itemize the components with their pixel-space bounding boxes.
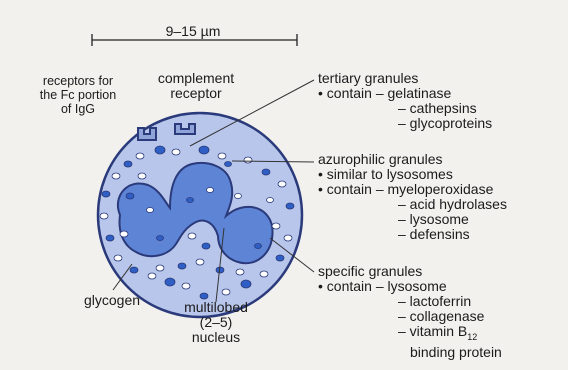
azurophilic-granule bbox=[262, 169, 270, 175]
specific-granule bbox=[148, 273, 156, 279]
azurophilic-contain: • contain – bbox=[318, 181, 384, 197]
specific-granule bbox=[196, 259, 204, 265]
specific-granule bbox=[244, 157, 252, 163]
azurophilic-item-2: – acid hydrolases bbox=[318, 197, 507, 212]
specific-item-3: – collagenase bbox=[318, 309, 502, 324]
azurophilic-granule bbox=[106, 235, 114, 241]
specific-granule bbox=[272, 223, 280, 229]
specific-granule bbox=[172, 149, 180, 155]
tertiary-granules-label: tertiary granules • contain – gelatinase… bbox=[318, 71, 492, 131]
azurophilic-granule bbox=[241, 280, 251, 288]
azurophilic-granule bbox=[126, 193, 134, 199]
specific-granule bbox=[267, 198, 274, 203]
specific-granule bbox=[136, 153, 144, 159]
azurophilic-granule bbox=[155, 146, 165, 154]
specific-granule bbox=[222, 289, 230, 295]
specific-item-2: – lactoferrin bbox=[318, 294, 502, 309]
specific-title: specific granules bbox=[318, 264, 502, 279]
specific-granule bbox=[138, 173, 146, 179]
azurophilic-granule bbox=[178, 263, 186, 269]
nucleus-line-1: multilobed bbox=[168, 300, 264, 315]
specific-granule bbox=[260, 271, 268, 277]
azurophilic-item-1: myeloperoxidase bbox=[388, 181, 494, 197]
tertiary-contain: • contain – bbox=[318, 85, 384, 101]
tertiary-item-2: – cathepsins bbox=[318, 101, 492, 116]
fc-receptor-line-1: receptors for bbox=[16, 74, 140, 88]
specific-granule bbox=[112, 173, 120, 179]
specific-granule bbox=[156, 265, 164, 271]
azurophilic-granule bbox=[187, 198, 194, 203]
specific-granule bbox=[100, 213, 108, 219]
azurophilic-granule bbox=[124, 161, 132, 167]
tertiary-item-1: gelatinase bbox=[388, 85, 452, 101]
specific-item-5: binding protein bbox=[318, 345, 502, 360]
specific-item-1: lysosome bbox=[388, 278, 447, 294]
azurophilic-similar: • similar to lysosomes bbox=[318, 167, 507, 182]
nucleus-line-2: (2–5) bbox=[168, 315, 264, 330]
specific-granule bbox=[120, 231, 128, 237]
specific-granule bbox=[114, 255, 122, 261]
scale-bar-label: 9–15 µm bbox=[148, 24, 238, 39]
complement-receptor-label: complement receptor bbox=[140, 71, 252, 101]
vitamin-subscript: 12 bbox=[467, 332, 477, 342]
azurophilic-granule bbox=[255, 244, 262, 249]
fc-receptor-line-3: of IgG bbox=[16, 102, 140, 116]
azurophilic-granule bbox=[199, 146, 209, 154]
specific-granule bbox=[218, 153, 226, 159]
vitamin-prefix: – vitamin B bbox=[398, 323, 467, 339]
azurophilic-granule bbox=[102, 191, 110, 197]
specific-granules-label: specific granules • contain – lysosome –… bbox=[318, 264, 502, 360]
specific-granule bbox=[236, 269, 244, 275]
complement-line-1: complement bbox=[140, 71, 252, 86]
specific-granule bbox=[278, 181, 286, 187]
fc-receptor-label: receptors for the Fc portion of IgG bbox=[16, 74, 140, 116]
specific-granule bbox=[147, 208, 154, 213]
azurophilic-item-3: – lysosome bbox=[318, 212, 507, 227]
azurophilic-granule bbox=[157, 236, 164, 241]
azurophilic-granule bbox=[225, 162, 232, 167]
azurophilic-granule bbox=[286, 203, 294, 209]
azurophilic-granule bbox=[202, 243, 210, 249]
specific-granule bbox=[188, 233, 196, 239]
specific-granule bbox=[182, 283, 190, 289]
tertiary-title: tertiary granules bbox=[318, 71, 492, 86]
glycogen-label: glycogen bbox=[84, 293, 140, 308]
complement-line-2: receptor bbox=[140, 86, 252, 101]
specific-item-4: – vitamin B12 bbox=[318, 324, 502, 345]
azurophilic-granule bbox=[130, 267, 138, 273]
nucleus-line-3: nucleus bbox=[168, 330, 264, 345]
nucleus-label: multilobed (2–5) nucleus bbox=[168, 300, 264, 345]
fc-receptor-line-2: the Fc portion bbox=[16, 88, 140, 102]
specific-granule bbox=[284, 235, 292, 241]
azurophilic-granule bbox=[165, 278, 175, 286]
azurophilic-granules-label: azurophilic granules • similar to lysoso… bbox=[318, 152, 507, 242]
azurophilic-title: azurophilic granules bbox=[318, 152, 507, 167]
specific-contain: • contain – bbox=[318, 278, 384, 294]
specific-granule bbox=[207, 188, 214, 193]
azurophilic-granule bbox=[276, 255, 284, 261]
specific-granule bbox=[235, 194, 242, 199]
tertiary-item-3: – glycoproteins bbox=[318, 116, 492, 131]
azurophilic-item-4: – defensins bbox=[318, 227, 507, 242]
